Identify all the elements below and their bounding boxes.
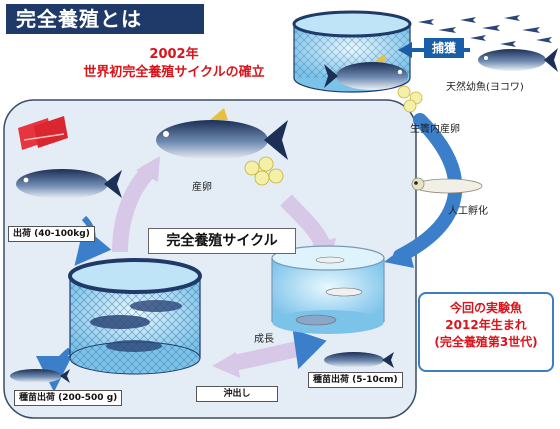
- cycle-title: 完全養殖サイクル: [148, 228, 296, 254]
- larva-icon: [411, 177, 483, 194]
- seedling-tuna-icon: [10, 369, 70, 383]
- net-pen-icon: [68, 258, 202, 375]
- spawning-tuna-icon: [156, 108, 288, 160]
- sashimi-icon: [18, 116, 68, 150]
- shipment-tag: 出荷 (40-100kg): [8, 226, 95, 242]
- experiment-line-1: 今回の実験魚: [449, 301, 522, 315]
- headline-subtitle: 世界初完全養殖サイクルの確立: [83, 65, 265, 80]
- hatchery-fry-icons: [295, 256, 363, 326]
- cycle-arrow-grow: [228, 340, 304, 372]
- offshore-release-tag: 沖出し: [196, 386, 278, 402]
- seedling-shipment-large-tag: 種苗出荷 (200-500 g): [14, 390, 123, 406]
- artificial-hatching-label: 人工孵化: [448, 206, 488, 217]
- eggs-top-icon: [397, 85, 423, 113]
- capture-label: 捕獲: [424, 38, 464, 58]
- spawning-label: 産卵: [192, 182, 212, 193]
- headline-year: 2002年: [149, 47, 199, 62]
- experiment-note: 今回の実験魚 2012年生まれ (完全養殖第3世代): [418, 292, 554, 372]
- fingerling-tuna-icon: [324, 352, 394, 368]
- experiment-line-2: 2012年生まれ: [445, 318, 527, 332]
- wild-juvenile-tuna-icon: [478, 48, 558, 72]
- market-tuna-icon: [16, 169, 122, 199]
- title-banner: 完全養殖とは: [6, 4, 204, 34]
- wild-juvenile-label: 天然幼魚(ヨコワ): [446, 82, 524, 93]
- growth-label: 成長: [254, 334, 274, 345]
- seedling-small-arrow: [292, 329, 327, 370]
- seedling-shipment-small-tag: 種苗出荷 (5-10cm): [308, 372, 403, 388]
- eggs-center-icon: [244, 156, 284, 186]
- headline: 2002年 世界初完全養殖サイクルの確立: [44, 46, 304, 82]
- pen-spawning-label: 生簀内産卵: [410, 124, 460, 135]
- broodstock-tuna-icon: [324, 54, 408, 90]
- experiment-line-3: (完全養殖第3世代): [434, 335, 538, 349]
- cycle-arrow-up: [112, 164, 156, 253]
